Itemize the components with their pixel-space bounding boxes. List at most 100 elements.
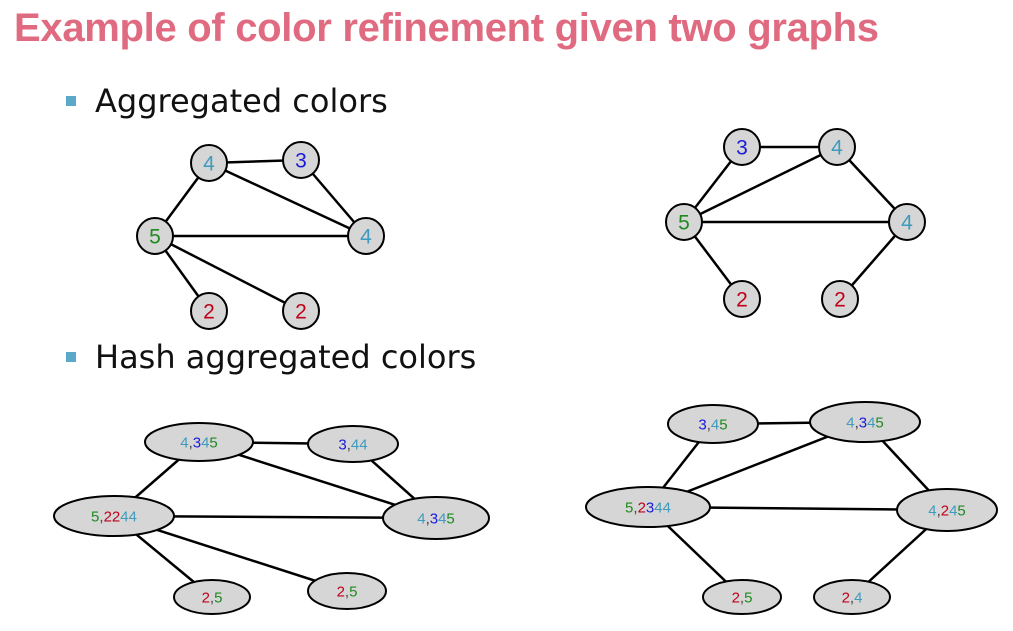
node-a: 3 <box>723 128 761 166</box>
node-e: 2 <box>190 292 228 330</box>
node-f: 2 <box>821 280 859 318</box>
node-ellipse <box>585 486 711 528</box>
label-segment: 5 <box>957 502 965 519</box>
node-d: 4 <box>347 217 385 255</box>
node-c: 5,2244 <box>53 495 175 537</box>
node-label: 2,5 <box>337 583 358 600</box>
label-segment: 2 <box>104 508 112 525</box>
label-segment: 4 <box>654 499 662 516</box>
node-label: 4 <box>203 153 215 176</box>
label-segment: 3 <box>736 137 748 160</box>
label-segment: 5 <box>875 414 883 431</box>
node-label: 4,345 <box>417 510 455 527</box>
label-segment: 2 <box>337 583 345 600</box>
label-segment: 5 <box>209 434 217 451</box>
node-circle <box>282 141 320 179</box>
node-label: 4 <box>831 137 843 160</box>
label-segment: 5 <box>678 212 690 235</box>
node-label: 2 <box>736 289 748 312</box>
node-label: 5,2244 <box>91 508 137 525</box>
node-label: 4,245 <box>928 502 966 519</box>
edge-a-d <box>208 161 367 238</box>
bullet-aggregated-colors: Aggregated colors <box>66 82 388 120</box>
graph-aggregated-right: 3 4 5 4 2 2 <box>665 128 926 318</box>
edge-b-c <box>683 145 838 224</box>
label-segment: 3 <box>193 434 201 451</box>
node-ellipse <box>702 579 782 615</box>
label-segment: 4 <box>867 414 875 431</box>
node-ellipse <box>307 425 399 463</box>
node-ellipse <box>667 404 759 444</box>
label-segment: 2 <box>202 589 210 606</box>
node-e: 2,5 <box>702 579 782 615</box>
node-circle <box>888 203 926 241</box>
label-segment: 4 <box>846 414 854 431</box>
node-circle <box>818 128 856 166</box>
node-label: 4 <box>360 226 372 249</box>
label-segment: , <box>347 436 351 453</box>
label-segment: 3 <box>859 414 867 431</box>
label-segment: 4 <box>438 510 446 527</box>
node-ellipse <box>144 422 254 462</box>
edge-c-f <box>154 234 302 313</box>
label-segment: , <box>345 583 349 600</box>
label-segment: 2 <box>941 502 949 519</box>
bullet-text: Hash aggregated colors <box>95 338 477 376</box>
node-label: 3 <box>736 137 748 160</box>
node-b: 4,345 <box>809 401 921 443</box>
label-segment: 4 <box>928 502 936 519</box>
label-segment: 5 <box>719 416 727 433</box>
label-segment: 5 <box>446 510 454 527</box>
node-b: 3 <box>282 141 320 179</box>
node-label: 4,345 <box>180 434 218 451</box>
node-ellipse <box>809 401 921 443</box>
label-segment: 4 <box>663 499 671 516</box>
node-circle <box>665 203 703 241</box>
label-segment: 4 <box>203 153 215 176</box>
label-segment: 2 <box>834 289 846 312</box>
label-segment: 4 <box>201 434 209 451</box>
label-segment: 2 <box>732 589 740 606</box>
label-segment: 3 <box>698 416 706 433</box>
node-a: 3,45 <box>667 404 759 444</box>
node-label: 5,2344 <box>625 499 671 516</box>
node-circle <box>347 217 385 255</box>
label-segment: , <box>937 502 941 519</box>
label-segment: 3 <box>430 510 438 527</box>
label-segment: , <box>707 416 711 433</box>
node-label: 5 <box>678 212 690 235</box>
node-circle <box>282 292 320 330</box>
node-ellipse <box>382 496 490 540</box>
node-label: 2 <box>295 301 307 324</box>
node-label: 4 <box>901 212 913 235</box>
label-segment: 2 <box>112 508 120 525</box>
label-segment: 2 <box>295 301 307 324</box>
node-label: 3 <box>295 150 307 173</box>
node-ellipse <box>53 495 175 537</box>
label-segment: 4 <box>711 416 719 433</box>
node-circle <box>723 128 761 166</box>
node-ellipse <box>307 572 387 610</box>
square-bullet-icon <box>66 96 76 106</box>
label-segment: 2 <box>203 301 215 324</box>
square-bullet-icon <box>66 352 76 362</box>
label-segment: 5 <box>349 583 357 600</box>
label-segment: , <box>426 510 430 527</box>
node-a: 4 <box>190 144 228 182</box>
node-label: 5 <box>149 226 161 249</box>
node-label: 4,345 <box>846 414 884 431</box>
node-f: 2,5 <box>307 572 387 610</box>
node-f: 2,4 <box>813 579 891 615</box>
node-c: 5,2344 <box>585 486 711 528</box>
node-label: 3,45 <box>698 416 727 433</box>
label-segment: 4 <box>359 436 367 453</box>
node-d: 4,245 <box>896 488 998 532</box>
node-ellipse <box>173 579 251 615</box>
label-segment: , <box>740 589 744 606</box>
node-circle <box>723 280 761 318</box>
bullet-hash-aggregated-colors: Hash aggregated colors <box>66 338 476 376</box>
node-circle <box>190 144 228 182</box>
bullet-text: Aggregated colors <box>95 82 388 120</box>
